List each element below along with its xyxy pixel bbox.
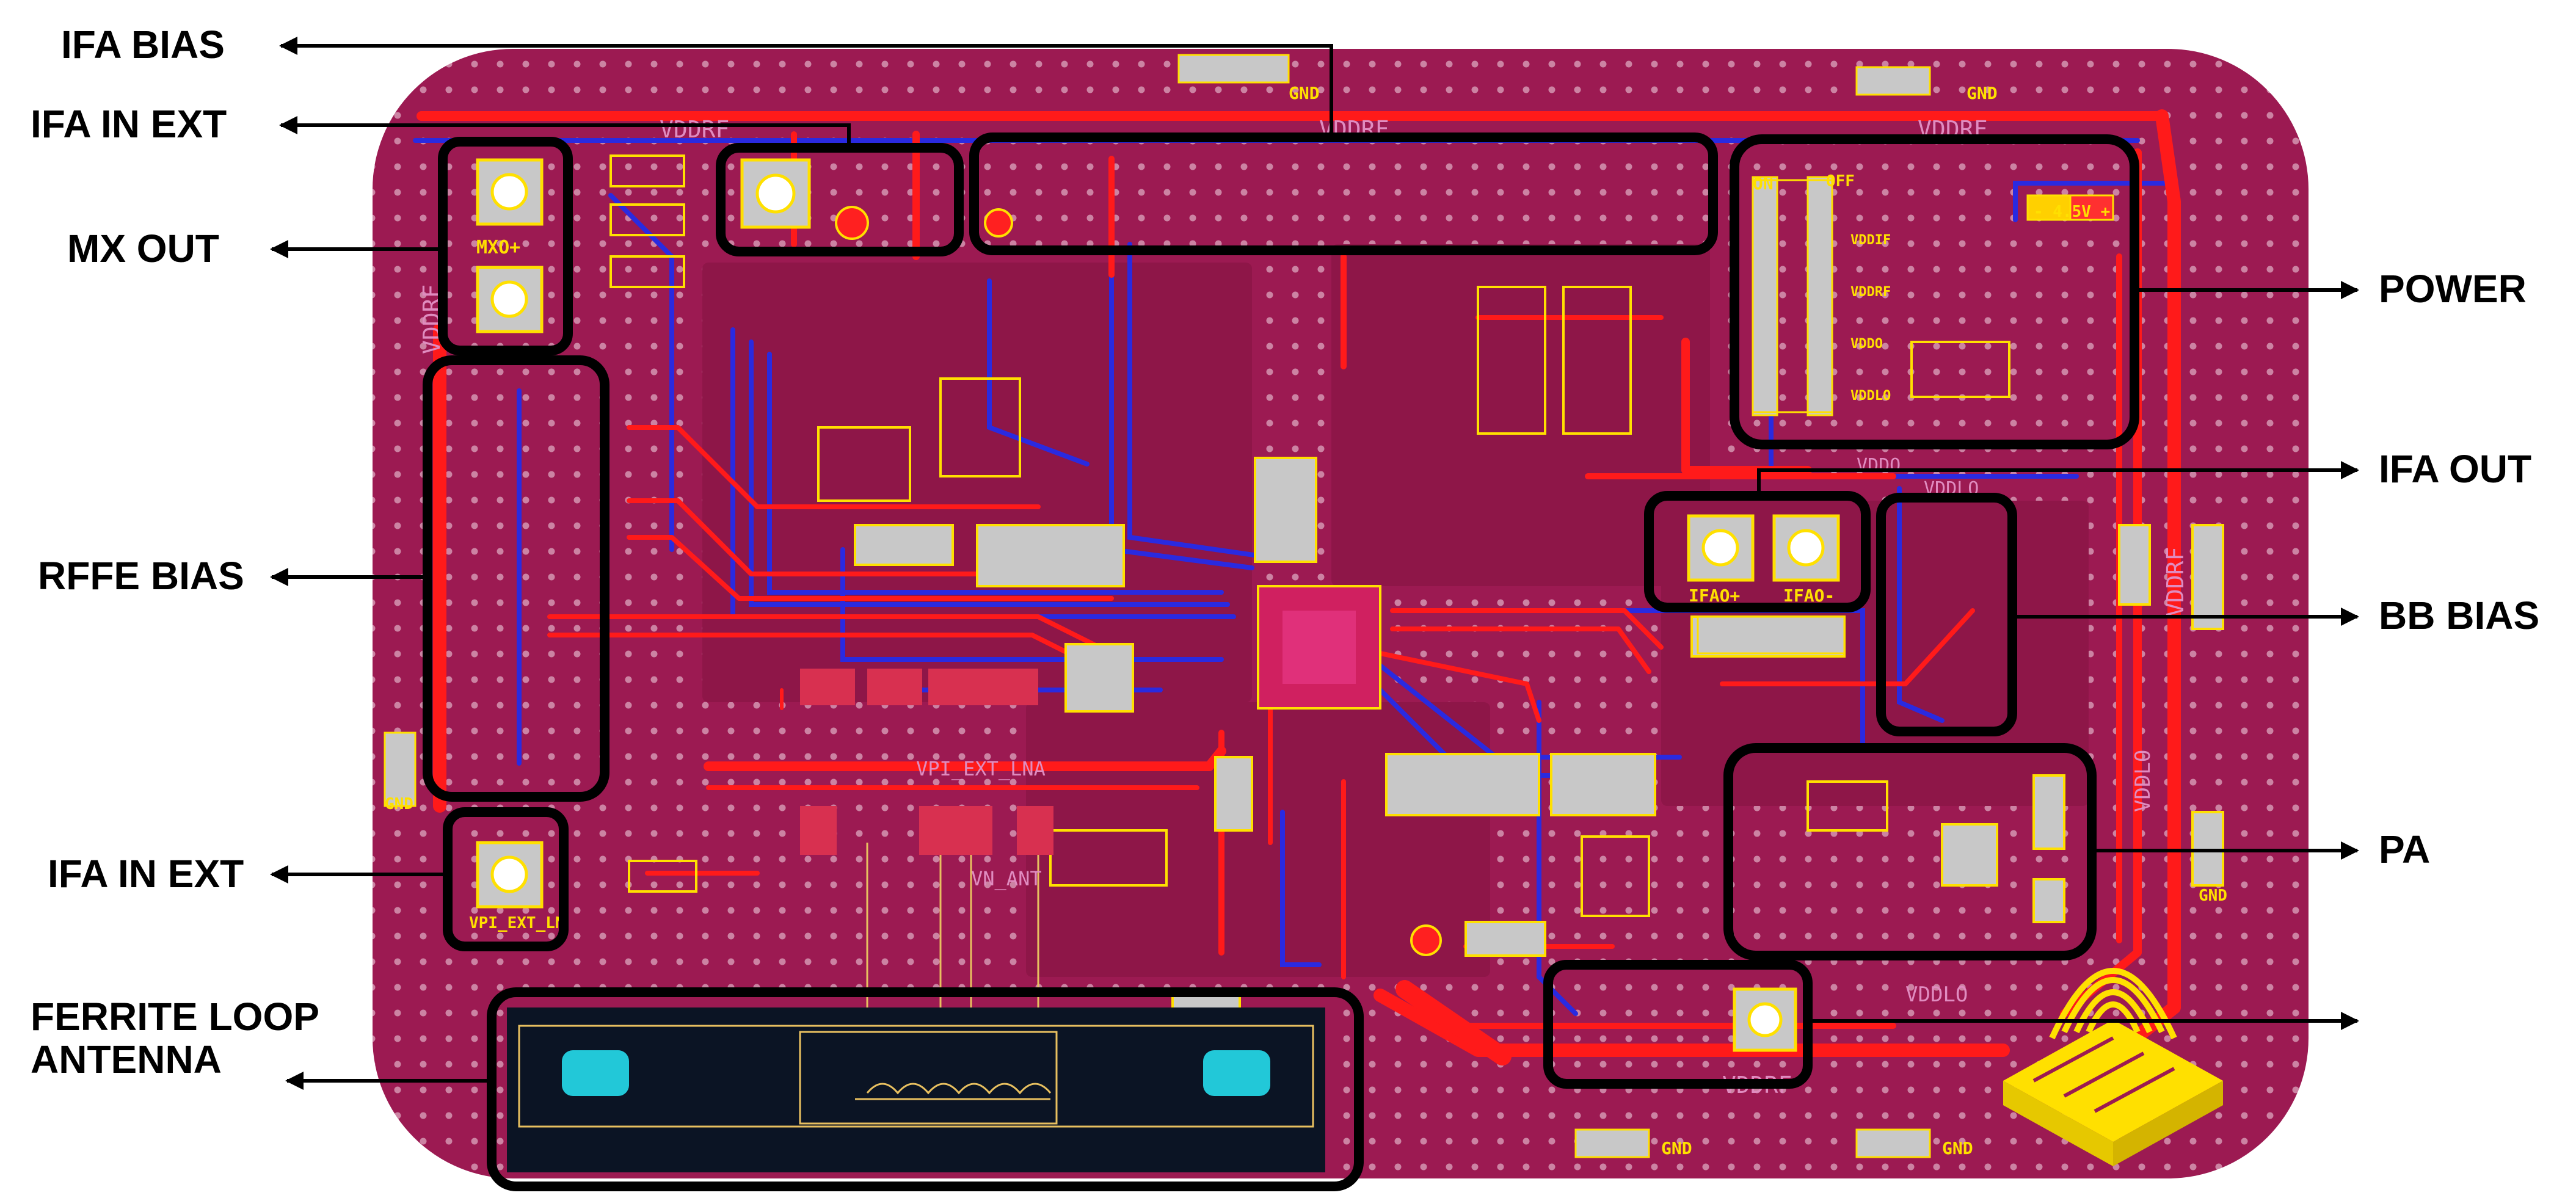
callout-ifa-in-ext-top: IFA IN EXT [31,102,227,146]
box-mx-out [438,137,573,355]
callout-power: POWER [2379,267,2527,311]
callout-arrows [270,37,2359,1090]
connector-label-on: ON [1753,173,1774,194]
gnd-label-6: GND [1942,1138,1973,1158]
rail-label-vpi-ext-lna: VPI_EXT_LNA [916,757,1046,780]
rail-label-vddlo-right: VDDLO [2131,750,2155,812]
connector-label-minus-4-5v: - 4.5V + [2034,203,2110,221]
box-bb-bias [1876,493,2017,736]
box-ferrite-loop-antenna [487,987,1364,1191]
antenna-feed-lines [866,843,1039,1014]
callout-mx-out: MX OUT [67,227,219,270]
rail-label-vddrf-top-left: VDDRF [660,116,729,143]
callout-ferrite-loop-antenna: FERRITE LOOP ANTENNA [31,995,319,1082]
callout-ifa-in-ext-bottom: IFA IN EXT [48,852,244,896]
gnd-label-4: GND [2199,887,2227,905]
fingerprint-logo [2003,968,2223,1166]
gnd-label-1: GND [1289,83,1320,103]
callout-ifa-out: IFA OUT [2379,447,2532,491]
rail-label-vn-ant: VN_ANT [971,867,1042,890]
box-ifa-in-ext-top [716,143,964,256]
connector-label-off: OFF [1826,172,1855,191]
callout-bb-bias: BB BIAS [2379,594,2540,637]
gnd-label-5: GND [1661,1138,1692,1158]
highlight-boxes [423,133,2139,1191]
arrow-ifa-in-ext-top [279,116,851,148]
connector-label-vddif: VDDIF [1850,233,1891,248]
callout-rffe-bias: RFFE BIAS [38,554,244,598]
rail-label-vddrf-right: VDDRF [2162,547,2189,617]
gnd-label-3: GND [385,795,413,813]
callout-pa: PA [2379,827,2431,871]
connector-label-vddrf: VDDRF [1850,285,1891,300]
connector-label-vddlo: VDDLO [1850,388,1891,404]
callout-ifa-bias: IFA BIAS [61,23,225,67]
box-ifa-in-ext-bottom [443,807,569,951]
rail-label-vddlo-bottom: VDDLO [1905,982,1968,1007]
box-bottom-connector [1543,960,1813,1089]
connector-label-vpi-ext-ln: VPI_EXT_LN [469,914,565,932]
ferrite-loop-antenna [507,1007,1325,1172]
rail-labels: VDDRF VDDRF VDDRF VDDRF VDDRF VDDRF VDDL… [385,83,2227,1158]
gnd-label-2: GND [1967,83,1998,103]
connector-label-vddo: VDDO [1850,336,1883,352]
box-ifa-bias [969,133,1718,255]
rail-label-vddo: VDDO [1857,455,1901,476]
arrow-ifa-out [1757,461,2359,496]
connector-label-mxo-plus: MXO+ [476,237,520,258]
connector-label-ifao-minus: IFAO- [1783,586,1835,606]
arrow-ifa-bias [279,37,1333,137]
connector-label-ifao-plus: IFAO+ [1689,586,1740,606]
connector-labels: MXO+ IFAO+ IFAO- VPI_EXT_LN - 4.5V + ON … [469,172,2110,932]
central-ic [1257,585,1381,710]
